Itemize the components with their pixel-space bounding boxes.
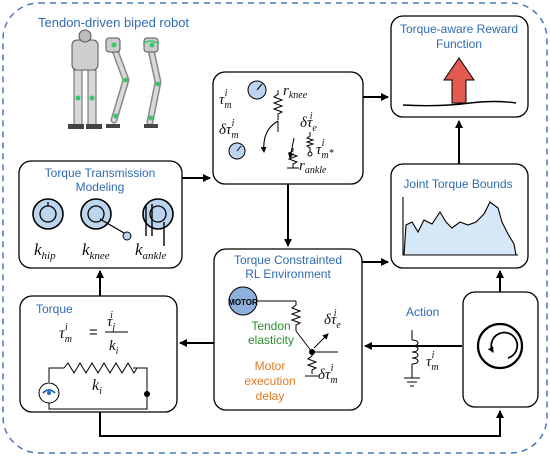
robot-title: Tendon-driven biped robot [38,15,189,30]
environment-title-line2: RL Environment [245,267,331,281]
delta-tau-m-symbol: δτ [219,122,232,138]
svg-text:τji: τji [107,310,115,333]
reward-title-line1: Torque-aware Reward [400,22,518,36]
k-knee-symbol: k [82,240,90,259]
svg-text:δτei: δτei [324,308,341,331]
bounds-area-plot [403,201,517,256]
tendon-label-line2: elasticity [248,333,294,347]
r-ankle-symbol: r [299,158,305,174]
motor-delay-line2: execution [244,374,295,388]
k-ankle-symbol: k [135,240,143,259]
delta-tau-e-symbol: δτ [300,115,313,131]
hip-pulley-icon [32,198,64,230]
torque-eq-num: τ [107,314,113,330]
motor-delay-line3: delay [256,389,285,403]
torque-box [19,295,178,413]
elastic-spring [305,132,315,152]
transmission-title-line2: Modeling [76,180,125,194]
svg-text:rankle: rankle [299,158,327,176]
reward-up-arrow-icon [443,57,475,104]
knee-pulley-icon [80,198,132,241]
torque-eq-den: k [109,338,116,354]
delay-spring [306,352,318,374]
connectors [96,93,504,437]
controller-dial-icon [476,322,524,370]
k-hip-symbol: k [34,240,42,259]
svg-text:δτmi: δτmi [219,118,239,141]
torque-eq-lhs: τ [59,325,66,342]
circuit-k-symbol: k [92,377,100,394]
r-knee-symbol: r [283,83,289,99]
outer-dashed-frame [2,2,548,454]
bounds-title: Joint Torque Bounds [403,177,512,191]
tendon-label-line1: Tendon [251,319,290,333]
action-tau-m-symbol: τ [426,354,432,370]
svg-text:τm*i: τm*i [316,138,334,161]
svg-text:τmi: τmi [426,350,439,373]
environment-title-line1: Torque Constrainted [234,253,342,267]
svg-text:δτei: δτei [300,111,317,134]
svg-text:kknee: kknee [82,240,110,262]
ankle-pulley-icon [142,198,174,246]
svg-text:ki: ki [92,377,102,397]
env-delta-tau-m-symbol: δτ [318,367,331,383]
svg-text:τmi: τmi [219,88,232,111]
svg-text:ki: ki [109,338,119,357]
tau-m-star-symbol: τ [316,142,322,158]
motor-delay-line1: Motor [255,359,286,373]
svg-text:δτmi: δτmi [318,363,338,386]
motor-label: MOTOR [228,298,258,307]
ankle-spring [287,148,299,168]
torque-circuit [48,362,150,410]
action-label: Action [406,305,439,319]
tau-m-symbol: τ [219,92,225,108]
svg-text:τmi: τmi [59,322,72,345]
torque-equals: = [89,324,98,341]
robot-image [68,29,162,129]
svg-text:khip: khip [34,240,56,262]
svg-text:kankle: kankle [135,240,166,262]
reward-title-line2: Function [436,37,482,51]
tendon-spring [290,301,302,331]
torque-title: Torque [36,302,73,316]
env-delta-tau-e-symbol: δτ [324,312,337,328]
transmission-title-line1: Torque Transmission [45,166,156,180]
dc-motor-icon [38,382,60,404]
knee-spring [272,90,284,120]
svg-text:rknee: rknee [283,83,308,101]
action-coil [404,330,420,387]
